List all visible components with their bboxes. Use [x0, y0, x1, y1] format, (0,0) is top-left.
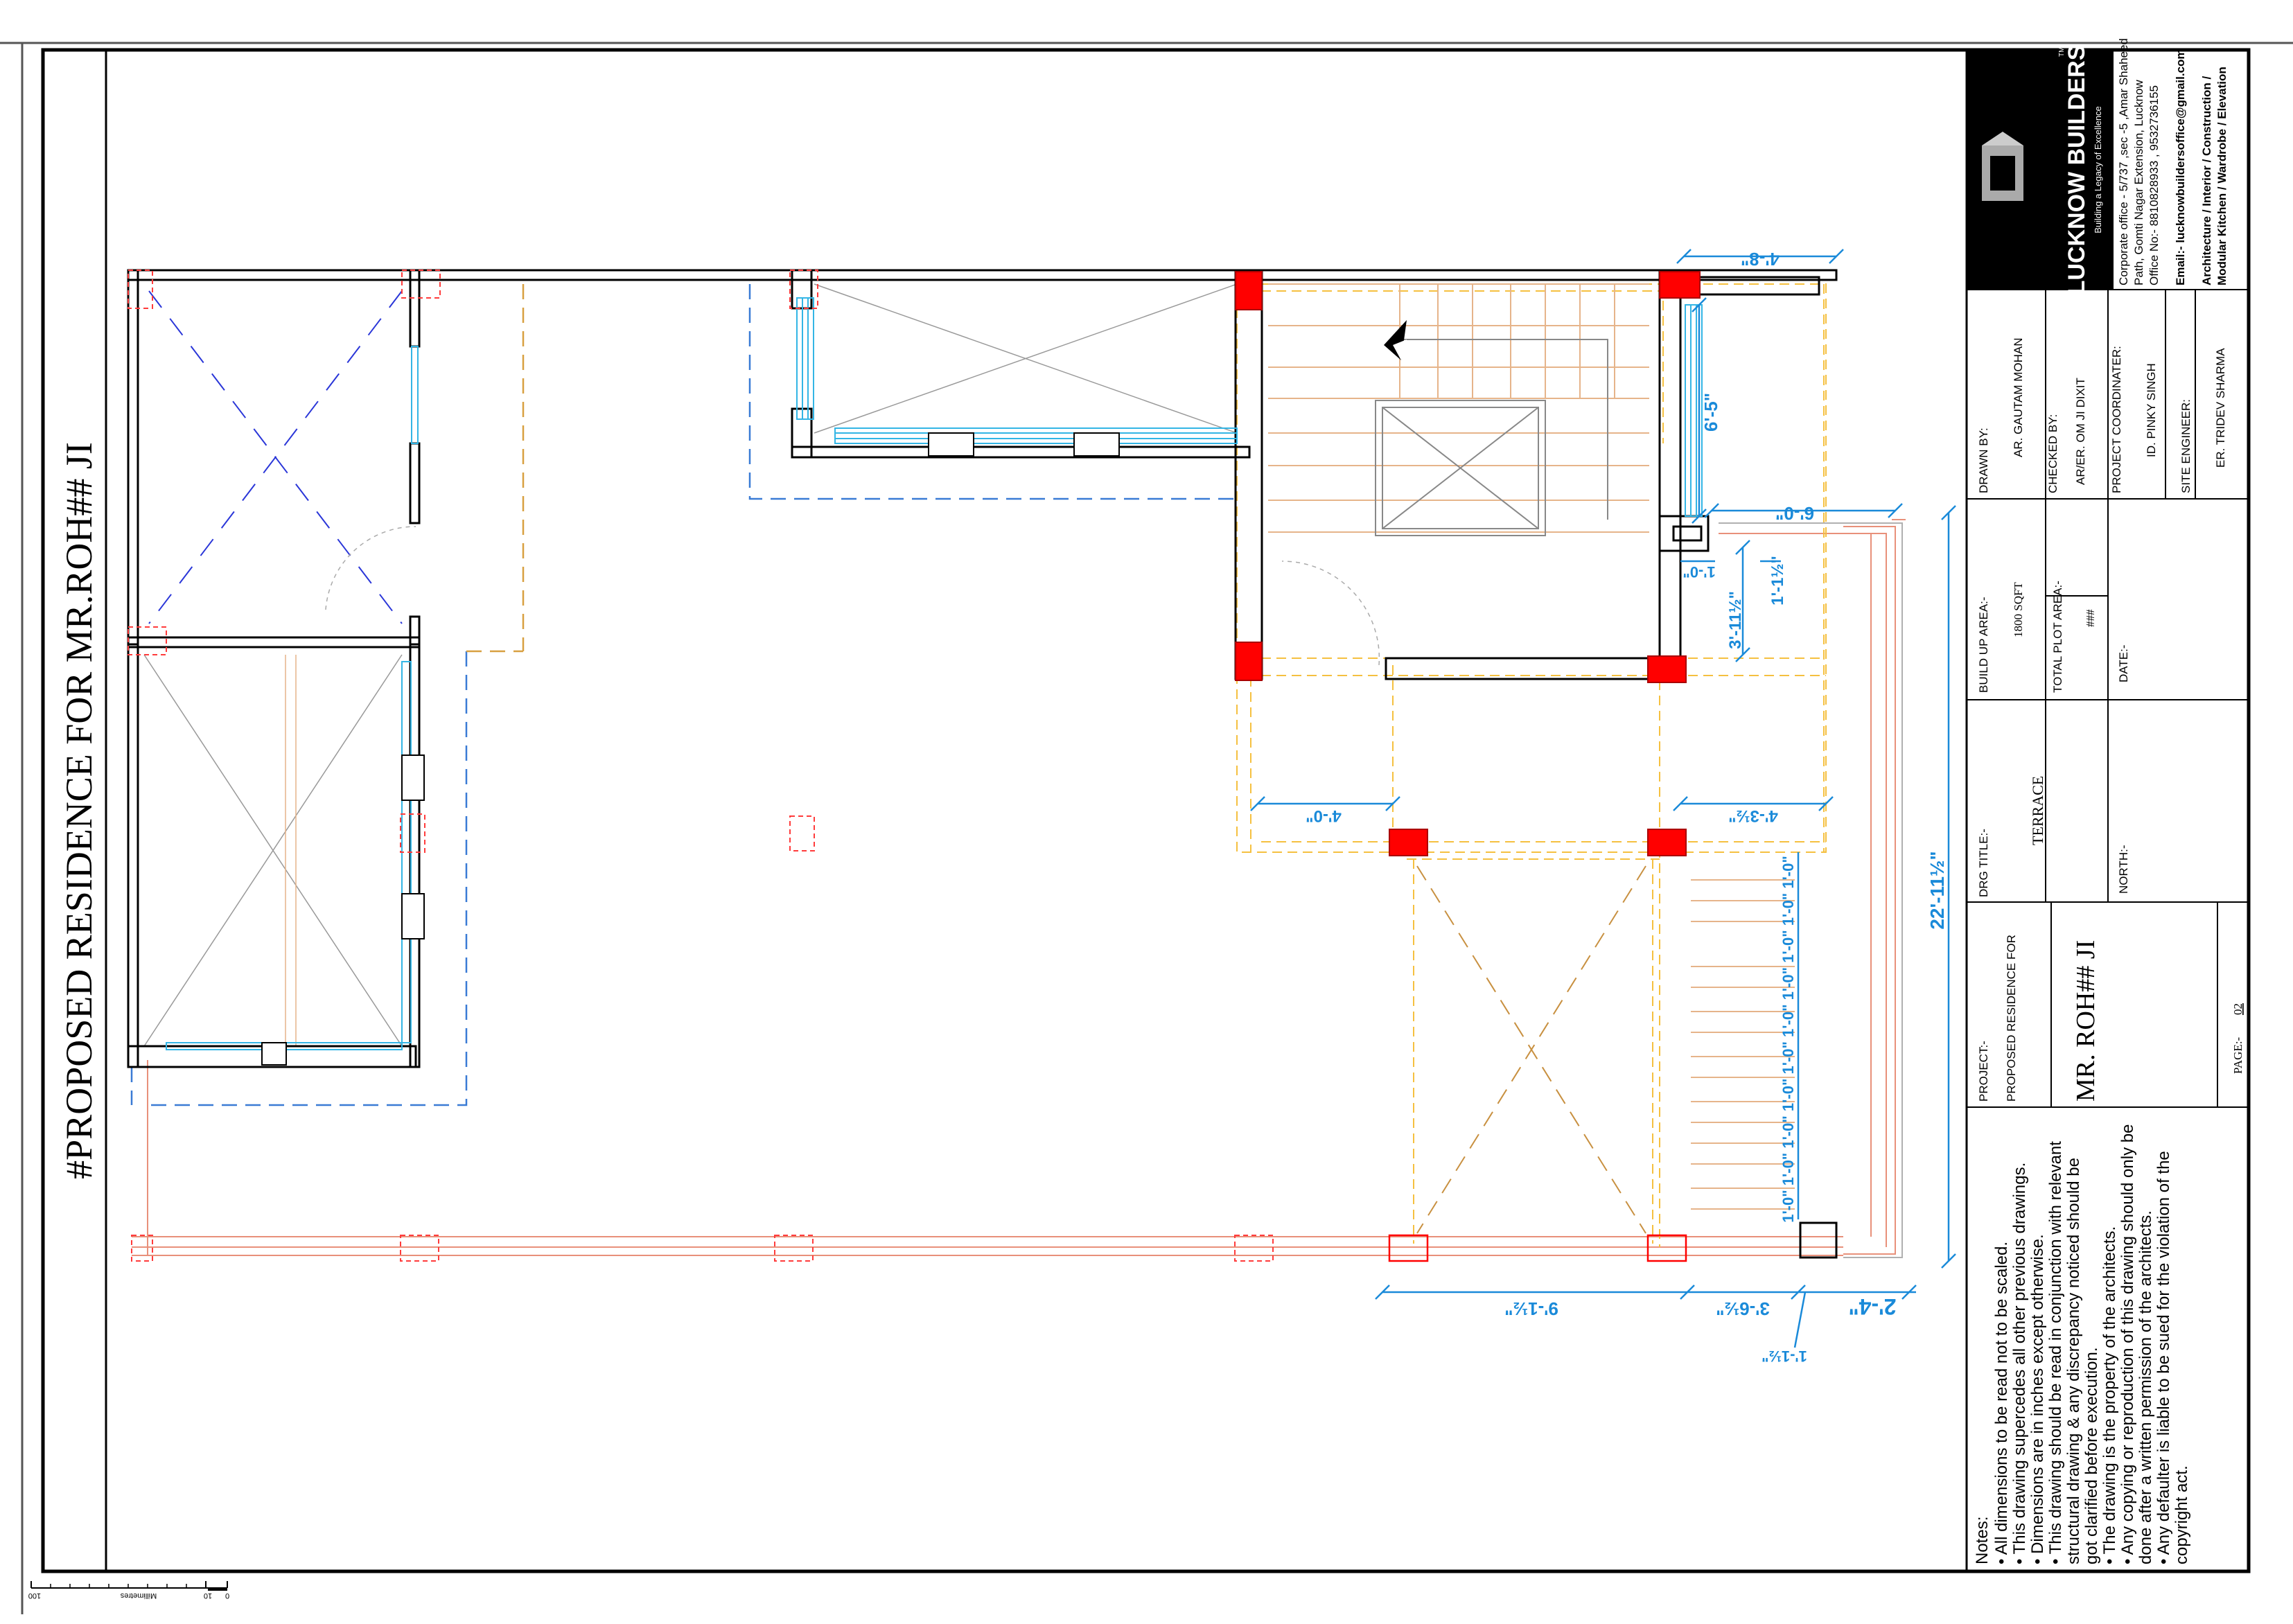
dimension-lines — [1250, 249, 1956, 1348]
company-phone: Office No:- 8810828933 , 9532736155 — [2147, 85, 2161, 285]
title-block — [1965, 50, 2249, 1571]
note-line-6: got clarified before execution. — [2082, 1347, 2101, 1564]
room-cross-upper — [814, 283, 1238, 434]
company-services-1: Architecture / Interior / Construction / — [2200, 76, 2213, 285]
room-cross-blue — [148, 290, 403, 624]
note-line-7: • The drawing is the property of the arc… — [2100, 1226, 2119, 1564]
dim-3-11-half: 3'-11½" — [1726, 591, 1745, 649]
checked-by-value: AR/ER. OM JI DIXIT — [2074, 378, 2087, 485]
stair-well — [1375, 339, 1608, 536]
note-line-4: • This drawing should be read in conjunc… — [2046, 1141, 2065, 1564]
dashed-beams-orange — [466, 284, 525, 653]
coordinator-label: PROJECT COORDINATER: — [2110, 346, 2123, 493]
sheet-title: #PROPOSED RESIDENCE FOR MR.ROH## JI — [58, 442, 100, 1179]
site-engineer-value: ER. TRIDEV SHARMA — [2214, 348, 2227, 468]
company-name: LUCKNOW BUILDERS — [2064, 45, 2090, 295]
dashed-beams-blue — [130, 284, 1240, 1106]
drg-title-value: TERRACE — [2029, 776, 2046, 845]
dim-2-4: 2'-4" — [1848, 1294, 1896, 1319]
windows — [166, 297, 1703, 1050]
checked-by-label: CHECKED BY: — [2046, 414, 2059, 493]
project-label: PROJECT:- — [1977, 1041, 1990, 1102]
company-logo: LUCKNOW BUILDERS TM Building a Legacy of… — [1967, 45, 2114, 295]
dim-3-6-half: 3'-6½" — [1716, 1298, 1770, 1319]
note-line-5: structural drawing & any discrepancy not… — [2064, 1158, 2083, 1564]
columns-dashed — [128, 270, 1274, 1262]
north-arrow-icon — [1384, 320, 1407, 360]
build-up-area-value: 1800 SQFT — [2012, 582, 2025, 637]
room-cross-lower — [143, 654, 403, 1047]
drg-title-label: DRG TITLE:- — [1977, 829, 1990, 897]
date-label: DATE:- — [2117, 645, 2130, 682]
company-tagline: Building a Legacy of Excellence — [2093, 106, 2103, 233]
notes-heading: Notes: — [1973, 1517, 1992, 1564]
company-email: Email:- lucknowbuildersoffice@gmail.com — [2174, 48, 2187, 285]
dashed-beams-yellow — [1236, 283, 1827, 1247]
company-details: Corporate office - 5/737 ,sec -5 ,Amar S… — [2117, 38, 2229, 285]
company-address-2: Path, Gomti Nagar Extension, Lucknow — [2132, 80, 2145, 285]
note-line-9: done after a written permission of the a… — [2136, 1210, 2155, 1564]
project-fields: PROJECT:- PROPOSED RESIDENCE FOR MR. ROH… — [1977, 935, 2244, 1102]
stair-upper — [1268, 283, 1649, 533]
company-address-1: Corporate office - 5/737 ,sec -5 ,Amar S… — [2117, 38, 2130, 285]
company-trademark: TM — [2058, 47, 2066, 57]
wall-door-arc — [325, 526, 1380, 666]
lower-floor-outline — [132, 519, 1906, 1256]
window-frames — [261, 432, 1120, 1066]
coordinator-value: ID. PINKY SINGH — [2145, 363, 2158, 457]
dim-6-5: 6'-5" — [1701, 393, 1721, 432]
dim-4-0: 4'-0" — [1306, 806, 1342, 825]
columns-outline — [1388, 1234, 1687, 1262]
page-label: PAGE:- — [2231, 1036, 2244, 1074]
total-plot-area-value: ### — [2084, 609, 2097, 627]
note-line-3: • Dimensions are in inches except otherw… — [2028, 1234, 2047, 1564]
site-engineer-label: SITE ENGINEER: — [2179, 399, 2193, 493]
build-up-area-label: BUILD UP AREA:- — [1977, 597, 1990, 693]
note-line-8: • Any copying or reproduction of this dr… — [2118, 1124, 2137, 1564]
drawing-title-fields: DRG TITLE:- TERRACE NORTH:- — [1977, 776, 2130, 897]
dim-4-3-half: 4'-3½" — [1728, 806, 1778, 825]
area-fields: BUILD UP AREA:- 1800 SQFT TOTAL PLOT ARE… — [1977, 581, 2130, 693]
dim-4-8: 4'-8" — [1741, 249, 1780, 270]
dim-treads: 1'-0" 1'-0" 1'-0" 1'-0" 1'-0" 1'-0" 1'-0… — [1780, 856, 1797, 1223]
stair-lower — [1691, 879, 1795, 1210]
notes-block: Notes: • All dimensions to be read not t… — [1973, 1124, 2191, 1564]
scale-bar: Millimetres 100 10 0 — [28, 1581, 229, 1600]
dim-1-0: 1'-0" — [1683, 563, 1715, 581]
dim-1-1-half-b: 1'-1½" — [1762, 1348, 1807, 1365]
drawn-by-label: DRAWN BY: — [1977, 427, 1990, 493]
total-plot-area-label: TOTAL PLOT AREA:- — [2051, 581, 2064, 693]
drawn-by-value: AR. GAUTAM MOHAN — [2012, 337, 2025, 457]
note-line-10: • Any defaulter is liable to be sued for… — [2154, 1151, 2173, 1564]
project-line-1: PROPOSED RESIDENCE FOR — [2005, 935, 2018, 1102]
note-line-2: • This drawing supercedes all other prev… — [2010, 1163, 2029, 1564]
dim-22-11-half: 22'-11½" — [1926, 851, 1948, 929]
dim-6-0: 6'-0" — [1775, 503, 1814, 524]
lower-floor-outline-gray — [1719, 522, 1903, 1258]
dim-9-1-half: 9'-1½" — [1504, 1298, 1558, 1319]
page-number: 02 — [2231, 1003, 2244, 1015]
dim-1-1-half: 1'-1½" — [1768, 556, 1787, 606]
scale-label-100: 100 — [28, 1591, 41, 1600]
sheet-border — [0, 42, 2293, 1614]
scale-label-10: 10 — [204, 1591, 212, 1600]
floor-plan: 4'-8" 6'-5" 6'-0" 1'-0" 1'-1½" 3'-11½" 4… — [127, 249, 1956, 1365]
scale-unit: Millimetres — [120, 1591, 157, 1600]
company-services-2: Modular Kitchen / Wardrobe / Elevation — [2215, 67, 2229, 285]
project-line-2: MR. ROH## JI — [2071, 940, 2100, 1102]
columns-solid — [1235, 271, 1701, 856]
scale-label-0: 0 — [225, 1591, 229, 1600]
note-line-11: copyright act. — [2172, 1465, 2191, 1564]
note-line-1: • All dimensions to be read not to be sc… — [1992, 1242, 2011, 1564]
walls — [127, 269, 1838, 1259]
personnel-fields: DRAWN BY: AR. GAUTAM MOHAN CHECKED BY: A… — [1977, 337, 2227, 493]
north-label: NORTH:- — [2117, 845, 2130, 894]
open-to-sky-cross — [1416, 865, 1646, 1234]
